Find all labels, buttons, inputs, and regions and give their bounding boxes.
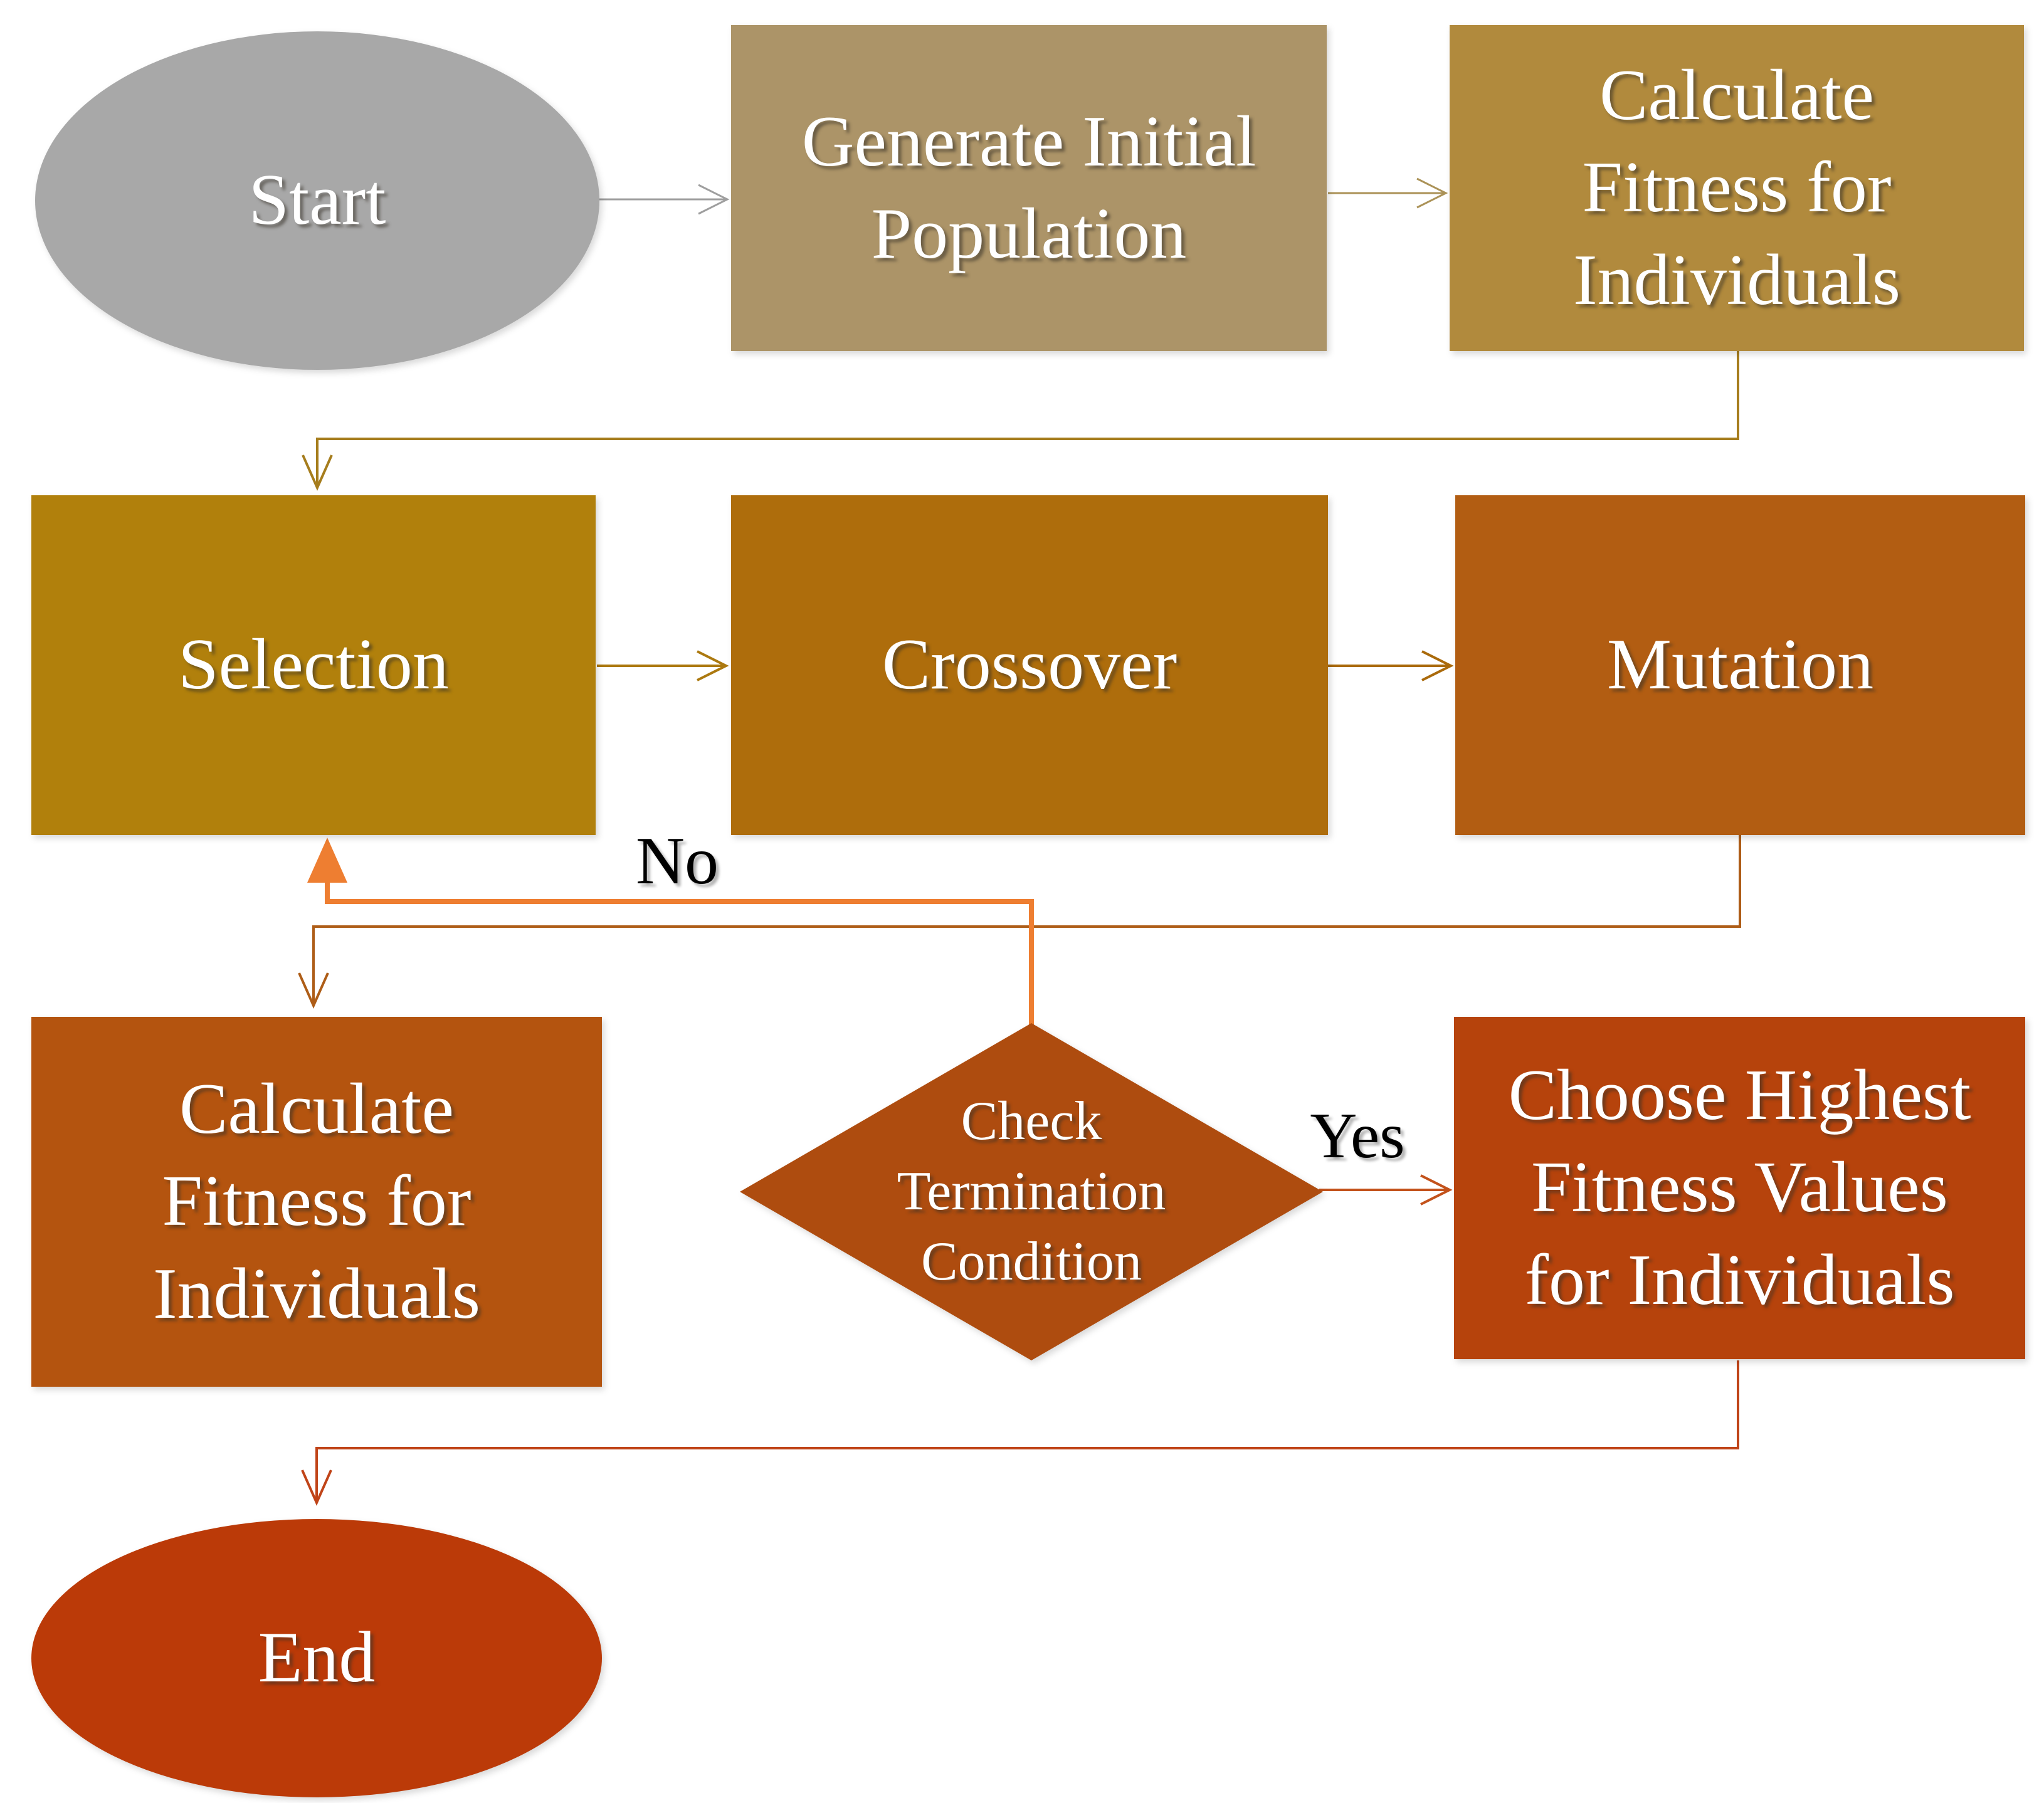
check-termination-diamond-shape: Check Termination Condition [740,1023,1323,1360]
node-start: Start [35,31,599,370]
edge-label-no: No [636,824,719,898]
node-selection-label: Selection [178,624,449,705]
node-crossover: Crossover [731,495,1328,835]
node-choose-highest-fitness: Choose Highest Fitness Values for Indivi… [1454,1017,2025,1359]
edge-yes-to-choose [1319,1174,1453,1206]
node-start-label: Start [248,160,386,241]
node-calculate-fitness-bottom: Calculate Fitness for Individuals [31,1017,602,1387]
edge-choose-to-end [301,1360,1739,1506]
no-loop-arrowhead [307,838,347,883]
edge-generate-to-calcfit [1328,177,1448,209]
edge-no-loop-to-selection [325,883,1034,1028]
edge-mutation-to-calcfit [298,835,1741,1009]
node-generate-initial-population-label: Generate Initial Population [801,101,1256,274]
node-selection: Selection [31,495,596,835]
edge-start-to-generate [599,184,730,215]
node-end-label: End [258,1617,376,1698]
node-check-termination: Check Termination Condition [740,1023,1323,1360]
edge-label-yes: Yes [1310,1100,1405,1172]
node-choose-highest-fitness-label: Choose Highest Fitness Values for Indivi… [1508,1055,1971,1320]
node-calculate-fitness-top: Calculate Fitness for Individuals [1450,25,2024,351]
edge-selection-to-crossover [597,650,729,681]
node-calculate-fitness-top-label: Calculate Fitness for Individuals [1573,55,1900,320]
edge-calcfit-to-selection [302,351,1739,491]
edge-crossover-to-mutation [1328,650,1454,681]
node-calculate-fitness-bottom-label: Calculate Fitness for Individuals [153,1069,480,1334]
node-check-termination-label: Check Termination Condition [897,1091,1166,1292]
node-end: End [31,1519,602,1797]
node-generate-initial-population: Generate Initial Population [731,25,1327,351]
node-mutation-label: Mutation [1606,624,1874,705]
node-mutation: Mutation [1455,495,2025,835]
node-crossover-label: Crossover [882,624,1177,705]
